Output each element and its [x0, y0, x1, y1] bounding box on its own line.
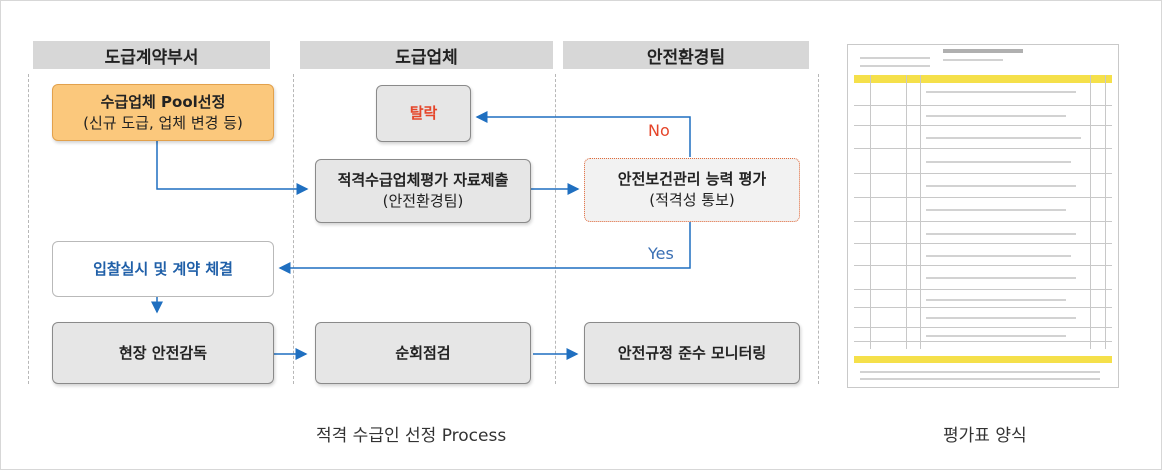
drop-label: 탈락	[409, 104, 438, 122]
site-supervision-box: 현장 안전감독	[52, 322, 274, 384]
lane-divider	[293, 74, 294, 384]
lane-header-contractor: 도급업체	[300, 41, 553, 69]
form-caption: 평가표 양식	[943, 426, 1027, 446]
pool-selection-box: 수급업체 Pool선정 (신규 도급, 업체 변경 등)	[52, 84, 274, 141]
patrol-inspection-box: 순회점검	[315, 322, 531, 384]
safety-evaluation-box: 안전보건관리 능력 평가 (적격성 통보)	[584, 158, 800, 222]
bid-contract-box: 입찰실시 및 계약 체결	[52, 241, 274, 297]
document-submission-title: 적격수급업체평가 자료제출	[337, 171, 509, 189]
evaluation-form-image	[847, 44, 1119, 388]
yes-label: Yes	[648, 244, 674, 263]
patrol-inspection-label: 순회점검	[395, 343, 451, 362]
document-submission-box: 적격수급업체평가 자료제출 (안전환경팀)	[315, 159, 531, 223]
compliance-monitoring-box: 안전규정 준수 모니터링	[584, 322, 800, 384]
lane-header-contract-dept: 도급계약부서	[33, 41, 270, 69]
pool-selection-subtitle: (신규 도급, 업체 변경 등)	[83, 113, 243, 132]
lane-divider	[818, 74, 819, 384]
lane-divider	[555, 74, 556, 384]
lane-divider	[28, 74, 29, 384]
compliance-monitoring-label: 안전규정 준수 모니터링	[617, 343, 767, 362]
no-label: No	[648, 121, 670, 140]
site-supervision-label: 현장 안전감독	[118, 343, 208, 362]
safety-evaluation-title: 안전보건관리 능력 평가	[617, 170, 767, 188]
process-caption: 적격 수급인 선정 Process	[316, 426, 507, 446]
safety-evaluation-subtitle: (적격성 통보)	[649, 191, 735, 209]
lane-header-safety-team: 안전환경팀	[563, 41, 809, 69]
bid-contract-label: 입찰실시 및 계약 체결	[93, 259, 233, 278]
document-submission-subtitle: (안전환경팀)	[382, 192, 464, 210]
drop-box: 탈락	[376, 85, 471, 142]
pool-selection-title: 수급업체 Pool선정	[100, 92, 226, 111]
